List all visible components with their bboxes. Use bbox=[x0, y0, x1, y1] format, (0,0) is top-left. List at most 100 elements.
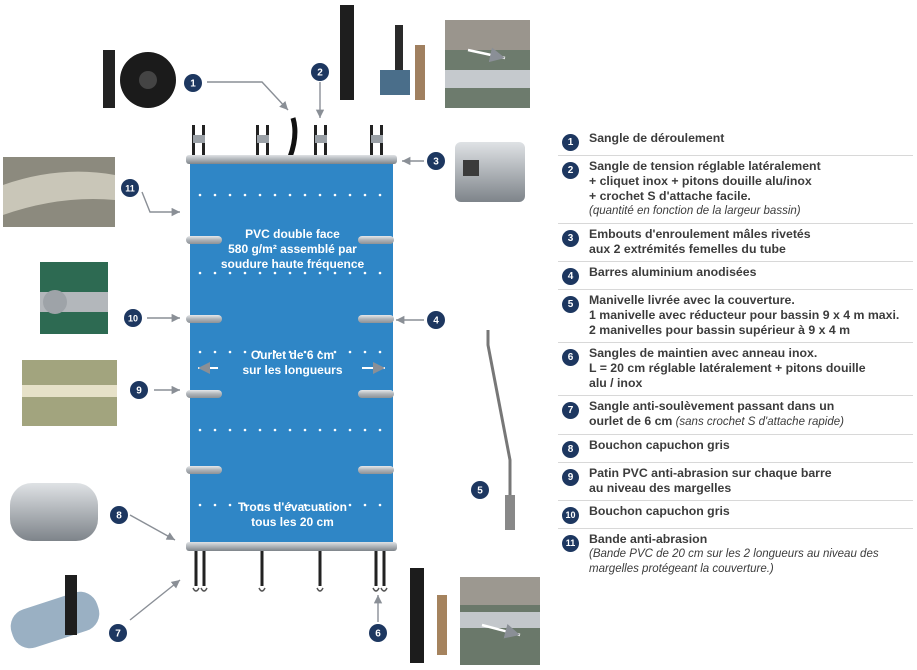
holding-strap bbox=[382, 551, 386, 586]
anti-lift-strap-photo bbox=[10, 575, 100, 649]
legend-number: 9 bbox=[562, 469, 579, 486]
drain-hole bbox=[363, 503, 367, 507]
drain-hole bbox=[198, 428, 202, 432]
legend-line: Bouchon capuchon gris bbox=[589, 504, 730, 518]
legend-item-10: 10 Bouchon capuchon gris bbox=[558, 501, 913, 529]
holding-strap bbox=[374, 551, 378, 586]
legend-line: + crochet S d'attache facile. bbox=[589, 189, 751, 203]
drain-hole bbox=[378, 503, 382, 507]
drain-hole bbox=[318, 428, 322, 432]
strap-roll-photo bbox=[103, 50, 176, 108]
drain-hole bbox=[348, 503, 352, 507]
aluminium-bar-right bbox=[358, 466, 394, 474]
legend-number: 6 bbox=[562, 349, 579, 366]
drain-hole bbox=[288, 271, 292, 275]
legend-item-1: 1 Sangle de déroulement bbox=[558, 128, 913, 156]
legend-note: (sans crochet S d'attache rapide) bbox=[672, 416, 844, 428]
drain-hole bbox=[288, 503, 292, 507]
panel-label-holes-line: tous les 20 cm bbox=[251, 515, 334, 529]
drain-hole bbox=[348, 350, 352, 354]
drain-hole bbox=[198, 503, 202, 507]
legend-note: (Bande PVC de 20 cm sur les 2 longueurs … bbox=[589, 548, 879, 575]
legend-line: 1 manivelle avec réducteur pour bassin 9… bbox=[589, 308, 900, 322]
drain-hole bbox=[213, 350, 217, 354]
cap-photo-8 bbox=[10, 483, 98, 541]
legend-number: 1 bbox=[562, 134, 579, 151]
legend-text: Sangle de déroulement bbox=[589, 131, 724, 146]
drain-hole bbox=[288, 350, 292, 354]
panel-label-pvc-line: 580 g/m² assemblé par bbox=[228, 242, 357, 256]
legend-text: Bouchon capuchon gris bbox=[589, 504, 730, 519]
panel-label-hem: Ourlet de 6 cm sur les longueurs bbox=[200, 348, 385, 378]
coping-photo-top bbox=[445, 20, 530, 108]
legend-item-5: 5 Manivelle livrée avec la couverture.1 m… bbox=[558, 290, 913, 343]
drain-hole bbox=[243, 350, 247, 354]
callout-badge-2 bbox=[311, 63, 329, 81]
drain-hole bbox=[258, 428, 262, 432]
drain-hole bbox=[378, 271, 382, 275]
legend-number: 5 bbox=[562, 296, 579, 313]
callout-badge-9 bbox=[130, 381, 148, 399]
leader-1 bbox=[207, 81, 289, 111]
drain-hole bbox=[318, 271, 322, 275]
unroll-strap bbox=[287, 117, 298, 158]
strap-hook bbox=[258, 587, 266, 592]
drain-hole bbox=[213, 503, 217, 507]
leader-11 bbox=[141, 191, 180, 217]
callout-badge-label: 7 bbox=[115, 629, 121, 640]
drain-hole bbox=[363, 428, 367, 432]
drain-hole bbox=[303, 271, 307, 275]
ratchet bbox=[193, 135, 205, 143]
legend-number: 8 bbox=[562, 441, 579, 458]
legend-text: Manivelle livrée avec la couverture.1 ma… bbox=[589, 293, 899, 338]
legend-text: Barres aluminium anodisées bbox=[589, 265, 756, 280]
drain-hole bbox=[258, 503, 262, 507]
aluminium-bar-right bbox=[358, 390, 394, 398]
drain-hole bbox=[303, 193, 307, 197]
drain-hole bbox=[348, 193, 352, 197]
leader-8 bbox=[129, 514, 176, 541]
callout-badge-7 bbox=[109, 624, 127, 642]
callout-badge-11 bbox=[121, 179, 139, 197]
aluminium-bar-left bbox=[186, 315, 222, 323]
legend-line: + cliquet inox + pitons douille alu/inox bbox=[589, 174, 812, 188]
strap-hook bbox=[192, 587, 200, 592]
callout-badge-4 bbox=[427, 311, 445, 329]
drain-hole bbox=[363, 193, 367, 197]
drain-hole bbox=[228, 350, 232, 354]
aluminium-bar-left bbox=[186, 466, 222, 474]
panel-label-pvc-line: PVC double face bbox=[245, 227, 340, 241]
legend-line: alu / inox bbox=[589, 376, 643, 390]
drain-hole bbox=[228, 193, 232, 197]
panel-label-holes: Trous d'évacuation tous les 20 cm bbox=[200, 500, 385, 530]
holding-strap bbox=[202, 551, 206, 586]
pool-cover bbox=[186, 117, 397, 592]
top-tube bbox=[186, 155, 397, 164]
holding-strap-photo bbox=[410, 568, 447, 663]
ratchet bbox=[257, 135, 269, 143]
callout-badge-label: 2 bbox=[317, 68, 323, 79]
legend-line: Sangle de tension réglable latéralement bbox=[589, 159, 821, 173]
drain-hole bbox=[198, 271, 202, 275]
drain-hole bbox=[303, 350, 307, 354]
drain-hole bbox=[333, 193, 337, 197]
drain-hole bbox=[363, 271, 367, 275]
tension-strap-photo bbox=[340, 5, 425, 100]
legend-text: Sangle de tension réglable latéralement+… bbox=[589, 159, 821, 219]
drain-hole bbox=[228, 428, 232, 432]
legend-number: 10 bbox=[562, 507, 579, 524]
drain-hole bbox=[198, 350, 202, 354]
legend-line: Sangles de maintien avec anneau inox. bbox=[589, 346, 818, 360]
callout-badge-6 bbox=[369, 624, 387, 642]
drain-hole bbox=[213, 428, 217, 432]
cap-photo-10 bbox=[40, 262, 108, 334]
callout-badge-label: 9 bbox=[136, 386, 142, 397]
